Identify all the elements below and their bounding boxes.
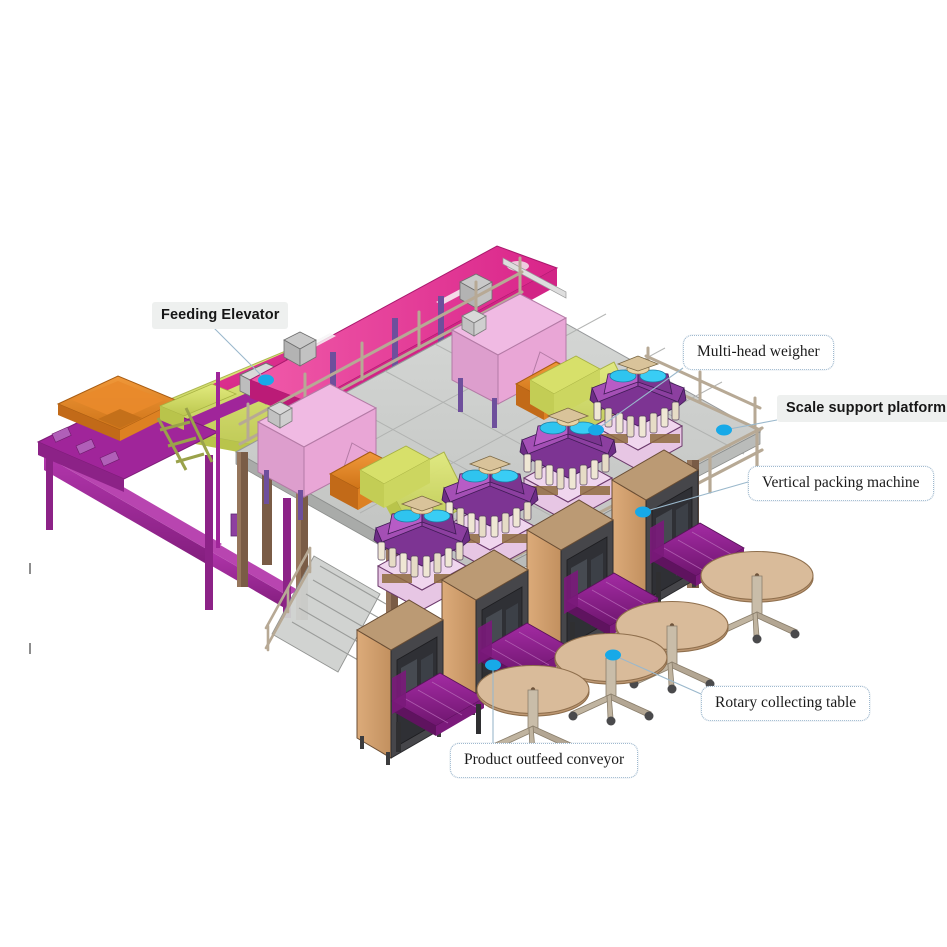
leader-line-scale-support-platform <box>723 419 778 431</box>
access-stair <box>264 546 387 673</box>
edge-tick-upper <box>29 563 31 574</box>
callout-label-multi-head-weigher: Multi-head weigher <box>683 335 834 370</box>
callout-label-rotary-collecting-table: Rotary collecting table <box>701 686 871 721</box>
leader-line-multi-head-weigher <box>595 367 684 431</box>
callout-label-scale-support-platform: Scale support platform <box>777 395 947 422</box>
callout-anchor-markers <box>258 374 732 671</box>
edge-tick-lower <box>29 643 31 654</box>
discharge-chutes <box>392 520 664 714</box>
callout-label-vertical-packing-machine: Vertical packing machine <box>748 466 934 501</box>
leader-line-rotary-collecting-table <box>612 654 702 695</box>
anchor-marker-multi-head-weigher <box>588 424 604 436</box>
callout-label-feeding-elevator: Feeding Elevator <box>152 302 289 329</box>
anchor-marker-vertical-packing-machine <box>635 506 651 518</box>
callout-leader-lines <box>212 326 778 743</box>
anchor-marker-rotary-collecting-table <box>605 649 621 661</box>
anchor-marker-scale-support-platform <box>716 424 732 436</box>
leader-line-feeding-elevator <box>212 326 267 381</box>
callout-label-product-outfeed-conveyor: Product outfeed conveyor <box>450 743 639 778</box>
anchor-marker-feeding-elevator <box>258 374 274 386</box>
outfeed-conveyor-1 <box>391 672 485 752</box>
anchor-marker-product-outfeed-conveyor <box>485 659 501 671</box>
leader-line-vertical-packing-machine <box>642 481 749 513</box>
